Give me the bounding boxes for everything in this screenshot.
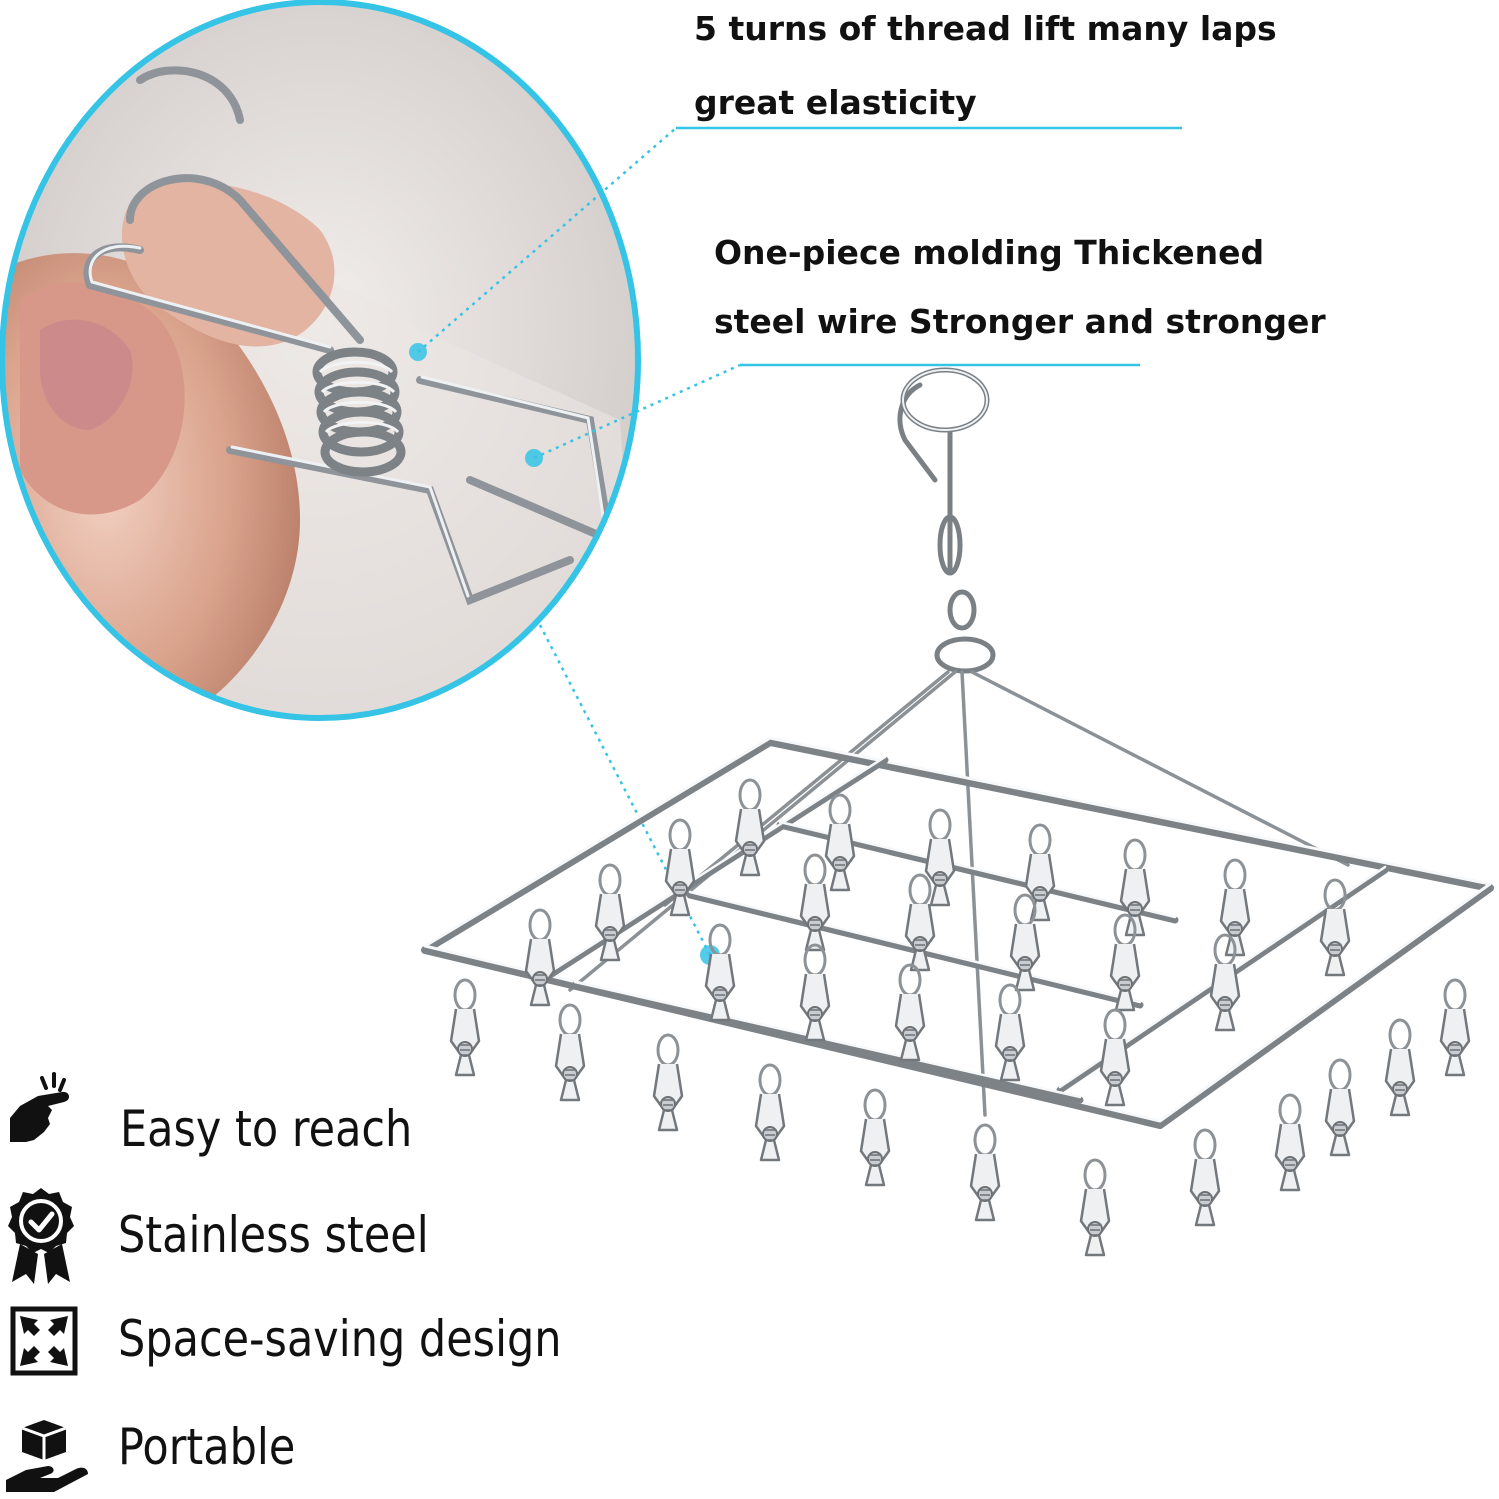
callout-dot-wire [525, 449, 543, 467]
callout-molding-line1: One-piece molding Thickened [714, 233, 1265, 272]
quality-badge-icon [8, 1188, 74, 1284]
compress-arrows-icon [10, 1306, 78, 1376]
feature-stainless-steel: Stainless steel [118, 1206, 429, 1264]
pointing-hand-icon [10, 1072, 70, 1142]
callout-thread-line1: 5 turns of thread lift many laps [694, 9, 1277, 48]
clothespin-closeup [2, 2, 638, 718]
callout-dot-spring [409, 343, 427, 361]
drying-rack [421, 367, 1494, 1257]
feature-easy-to-reach: Easy to reach [120, 1100, 413, 1158]
box-in-hand-icon [6, 1420, 88, 1492]
callout-molding-line2: steel wire Stronger and stronger [714, 302, 1326, 341]
callout-thread-line2: great elasticity [694, 83, 977, 122]
feature-portable: Portable [118, 1418, 296, 1476]
closeup-frame [0, 0, 641, 721]
feature-space-saving-design: Space-saving design [118, 1310, 562, 1368]
callout-lines [417, 126, 1182, 956]
